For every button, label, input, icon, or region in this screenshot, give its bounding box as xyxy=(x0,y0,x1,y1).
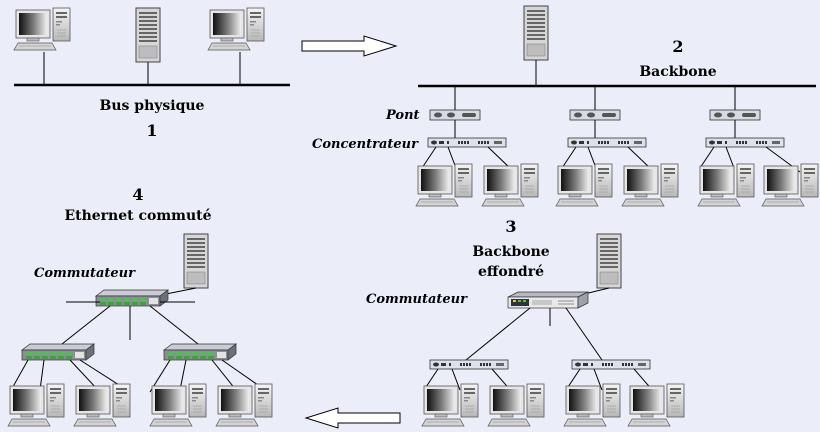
server-icon xyxy=(183,233,209,289)
bridge-label: Pont xyxy=(385,108,420,123)
server-icon xyxy=(523,5,549,61)
hub-icon xyxy=(427,137,507,148)
pc-icon xyxy=(421,383,479,427)
hub-icon xyxy=(705,137,785,148)
server-icon xyxy=(135,7,161,63)
arrow-left-icon xyxy=(305,407,401,429)
server-icon xyxy=(596,233,622,289)
pc-icon xyxy=(627,383,685,427)
stage-1-number: 1 xyxy=(146,121,157,140)
switch-icon xyxy=(21,343,95,361)
pc-icon xyxy=(7,383,65,427)
hub-icon xyxy=(567,137,647,148)
switch-label-stage-3: Commutateur xyxy=(366,292,468,307)
pc-icon xyxy=(697,163,755,207)
stage-4-number: 4 xyxy=(132,185,143,204)
stage-2-label: Backbone xyxy=(639,64,716,80)
arrow-right-icon xyxy=(301,35,397,57)
stage-3-collapsed-backbone: 3 Backbone effondré Commutateur xyxy=(366,217,685,427)
switch-icon xyxy=(95,289,169,307)
bridge-icon xyxy=(429,109,481,121)
pc-icon xyxy=(207,7,265,51)
pc-icon xyxy=(73,383,131,427)
stage-4-switched-ethernet: 4 Ethernet commuté Commutateur xyxy=(7,185,273,427)
switch-icon xyxy=(507,291,589,309)
pc-icon xyxy=(555,163,613,207)
stage-1-label: Bus physique xyxy=(100,98,205,114)
switch-label-stage-4: Commutateur xyxy=(34,266,136,281)
pc-icon xyxy=(761,163,819,207)
pc-icon xyxy=(149,383,207,427)
pc-icon xyxy=(563,383,621,427)
stage-3-label-line1: Backbone xyxy=(472,244,549,260)
hub-icon xyxy=(429,359,509,370)
hub-label: Concentrateur xyxy=(312,137,419,152)
hub-icon xyxy=(571,359,651,370)
bridge-icon xyxy=(709,109,761,121)
stage-2-number: 2 xyxy=(672,37,683,56)
pc-icon xyxy=(415,163,473,207)
stage-3-label-line2: effondré xyxy=(478,264,544,280)
pc-icon xyxy=(481,163,539,207)
pc-icon xyxy=(215,383,273,427)
stage-2-backbone: 2 Backbone Pont Concentrateur xyxy=(312,5,819,207)
pc-icon xyxy=(487,383,545,427)
stage-3-number: 3 xyxy=(505,217,516,236)
pc-icon xyxy=(13,7,71,51)
switch-icon xyxy=(163,343,237,361)
stage-1-physical-bus: Bus physique 1 xyxy=(13,7,290,140)
pc-icon xyxy=(621,163,679,207)
stage-4-label: Ethernet commuté xyxy=(64,208,211,224)
bridge-icon xyxy=(569,109,621,121)
